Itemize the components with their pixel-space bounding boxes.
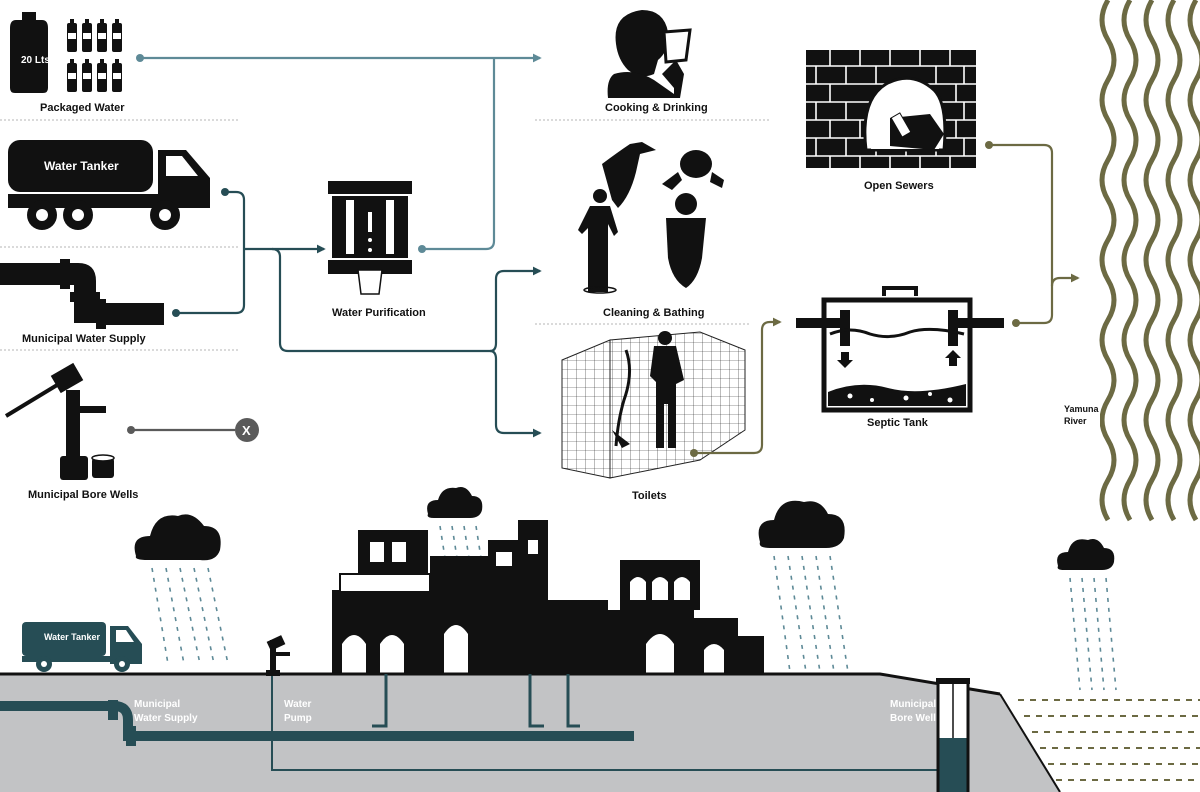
water-tanker-icon: Water Tanker	[8, 140, 210, 230]
tanker-text: Water Tanker	[44, 159, 119, 173]
river-water-dashes	[1018, 699, 1200, 781]
rain-cloud-icon	[758, 500, 849, 673]
yamuna-river-waves	[1099, 0, 1200, 522]
rain-cloud-icon	[134, 514, 229, 665]
municipal-water-supply-label: Municipal Water Supply	[22, 333, 147, 345]
water-purifier-icon	[328, 181, 412, 295]
water-pump-icon	[266, 635, 290, 676]
cleaning-bathing-icon	[578, 142, 724, 294]
small-tanker-text: Water Tanker	[44, 632, 101, 642]
cooking-drinking-label: Cooking & Drinking	[605, 102, 708, 114]
drinking-person-icon	[607, 10, 692, 98]
rain-cloud-icon	[1057, 539, 1117, 691]
ground-water-pump-line1: Water	[284, 699, 312, 710]
water-purification-label: Water Purification	[332, 307, 426, 319]
open-sewers-label: Open Sewers	[864, 180, 934, 192]
cleaning-bathing-label: Cleaning & Bathing	[603, 307, 704, 319]
flow-lines	[127, 53, 542, 438]
ground-municipal-supply-line2: Water Supply	[134, 713, 198, 724]
section-separators	[0, 119, 770, 351]
packaged-water-icon: 20 Lts	[10, 12, 122, 93]
yamuna-river-label-line1: Yamuna	[1064, 404, 1100, 414]
jug-label: 20 Lts	[21, 55, 50, 66]
blocked-x-icon: X	[235, 418, 259, 442]
septic-tank-icon	[796, 286, 1004, 413]
municipal-bore-wells-label: Municipal Bore Wells	[28, 489, 138, 501]
open-sewer-icon	[806, 50, 976, 168]
septic-tank-label: Septic Tank	[867, 417, 929, 429]
ground-municipal-supply-line1: Municipal	[134, 699, 180, 710]
ground-bore-well-line1: Municipal	[890, 699, 936, 710]
building-windows	[342, 540, 724, 674]
bore-well-shaft-icon	[936, 678, 970, 792]
ground-bore-well-line2: Bore Well	[890, 713, 936, 724]
municipal-pipe-icon	[0, 259, 164, 329]
riverbank-slope	[999, 693, 1061, 792]
yamuna-river-label-line2: River	[1064, 416, 1087, 426]
bore-well-pump-icon	[4, 362, 115, 480]
underground-pipes	[0, 674, 958, 771]
small-water-tanker-icon: Water Tanker	[22, 622, 142, 672]
ground-water-pump-line2: Pump	[284, 713, 312, 724]
river-label-backing	[1060, 400, 1100, 436]
waste-flow-lines	[690, 141, 1080, 457]
toilets-label: Toilets	[632, 490, 667, 502]
toilet-icon	[561, 331, 746, 479]
blocked-x-mark: X	[242, 423, 251, 438]
packaged-water-label: Packaged Water	[40, 102, 125, 114]
